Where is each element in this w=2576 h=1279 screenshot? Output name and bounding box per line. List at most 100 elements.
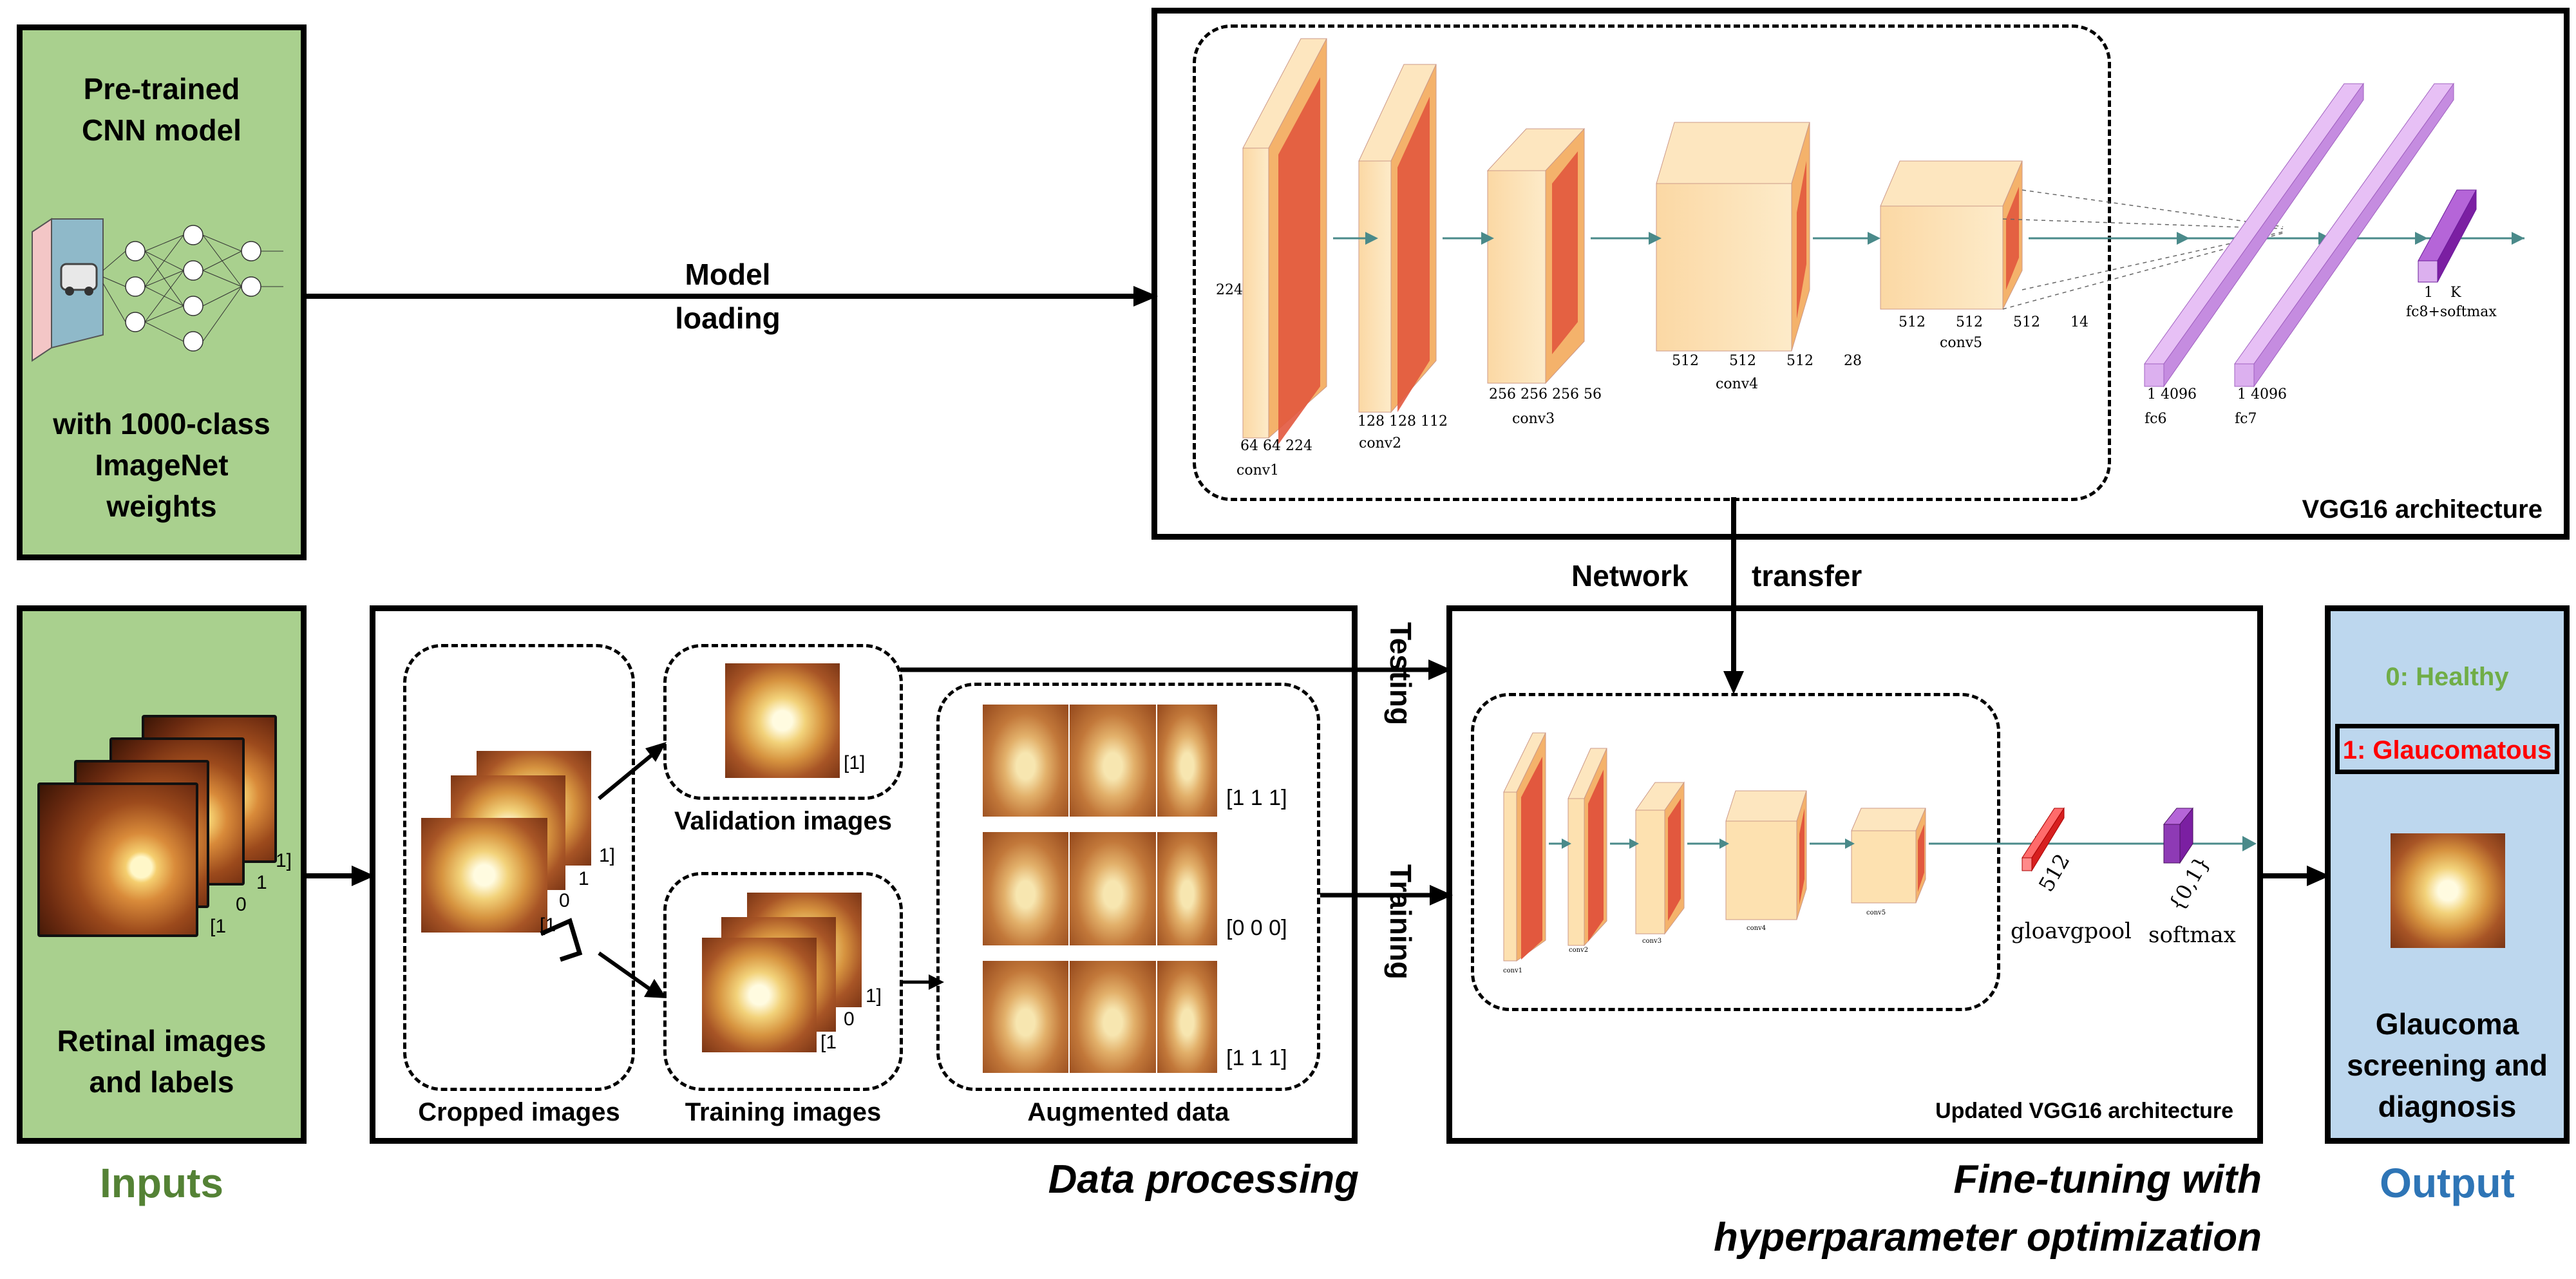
- updated-conv2-label: conv2: [1569, 947, 1589, 954]
- conv4-block: [1656, 122, 1810, 352]
- vgg16-fc8-label: fc8+softmax: [2406, 304, 2497, 320]
- cropped-images-group: [403, 644, 635, 1091]
- augmented-label-1: [1 1 1]: [1226, 786, 1287, 810]
- cropped-label-1: 1]: [599, 845, 616, 866]
- output-glaucomatous: 1: Glaucomatous: [2342, 736, 2552, 764]
- finetune-box: [1446, 605, 2263, 1144]
- updated-conv5-label: conv5: [1866, 909, 1886, 916]
- cropped-image-1: [421, 818, 547, 933]
- validation-image: [725, 663, 840, 778]
- training-image-1: [702, 938, 817, 1052]
- vgg16-box: [1151, 8, 2570, 540]
- vgg16-caption: VGG16 architecture: [2302, 495, 2543, 524]
- cnn-network-icon: [32, 218, 283, 362]
- conv3-block: [1486, 128, 1586, 384]
- model-loading-label-2: loading: [675, 301, 781, 335]
- input-label-1: 1]: [276, 850, 292, 871]
- training-label-1: 1]: [866, 985, 882, 1007]
- cropped-caption: Cropped images: [418, 1098, 620, 1126]
- augmented-label-3: [1 1 1]: [1226, 1046, 1287, 1070]
- vgg16-conv1-side-dim: 224: [1216, 282, 1243, 298]
- updated-conv5-block: [1851, 808, 1926, 904]
- output-caption-line1: Glaucoma: [2375, 1007, 2519, 1041]
- gap-layer-block: [2022, 807, 2065, 872]
- gap-label: gloavgpool: [2011, 918, 2132, 944]
- testing-arrow: [900, 659, 1452, 680]
- cropped-label-3: 0: [559, 890, 570, 911]
- pretrained-title-line1: Pre-trained: [83, 72, 240, 106]
- vgg16-conv5-dims: 512 512 512 14: [1899, 314, 2088, 330]
- inputs-to-processing-arrow: [305, 866, 375, 886]
- vgg16-conv-group: [1193, 24, 2111, 501]
- validation-label: [1]: [844, 752, 866, 773]
- augmented-data-group: [936, 683, 1320, 1091]
- fc7-block: [2234, 82, 2454, 388]
- updated-vgg-diagram: [1503, 732, 2257, 962]
- finetune-title-line2: hyperparameter optimization: [1714, 1215, 2262, 1260]
- updated-conv1-label: conv1: [1503, 967, 1523, 974]
- augmented-label-2: [0 0 0]: [1226, 916, 1287, 940]
- updated-conv3-label: conv3: [1642, 938, 1662, 945]
- vgg16-conv1-dims: 64 64 224: [1240, 438, 1312, 454]
- vgg16-conv3-dims: 256 256 256 56: [1489, 386, 1602, 403]
- vgg16-fc6-label: fc6: [2145, 411, 2167, 427]
- output-section-title: Output: [2380, 1160, 2515, 1206]
- vgg16-conv4-label: conv4: [1716, 376, 1759, 392]
- input-label-4: [1: [210, 916, 227, 937]
- vgg16-conv4-dims: 512 512 512 28: [1672, 353, 1862, 369]
- softmax-layer-block: [2163, 807, 2194, 864]
- network-transfer-label-2: transfer: [1752, 559, 1862, 592]
- pretrained-title-line2: CNN model: [82, 113, 242, 147]
- fc6-block: [2144, 82, 2364, 388]
- pretrained-weights-line3: weights: [106, 489, 217, 523]
- data-processing-title: Data processing: [1048, 1157, 1359, 1202]
- output-caption-line2: screening and: [2347, 1048, 2548, 1082]
- updated-vgg-conv-group: [1471, 693, 2000, 1011]
- vgg16-fc6-dims: 1 4096: [2147, 386, 2197, 403]
- augmented-row-1: [983, 705, 1217, 817]
- augmented-caption: Augmented data: [1027, 1098, 1229, 1126]
- vgg16-fc8-dims: 1 K: [2424, 285, 2461, 301]
- split-arrows: [540, 742, 667, 998]
- input-label-2: 1: [256, 872, 267, 893]
- updated-conv4-label: conv4: [1747, 925, 1766, 932]
- training-to-augmented-arrow: [900, 974, 944, 990]
- updated-conv2-block: [1567, 748, 1607, 947]
- updated-conv1-block: [1503, 732, 1546, 962]
- output-box: [2325, 605, 2570, 1144]
- conv1-block: [1242, 38, 1327, 444]
- finetune-title-line1: Fine-tuning with: [1953, 1157, 2262, 1202]
- network-transfer-arrow: [1723, 497, 1744, 694]
- output-glaucomatous-highlight: [2335, 724, 2559, 774]
- vgg16-conv2-dims: 128 128 112: [1358, 413, 1448, 430]
- inputs-section-title: Inputs: [100, 1160, 223, 1206]
- conv2-block: [1358, 64, 1437, 413]
- training-label: Training: [1384, 864, 1417, 980]
- fc8-block: [2418, 189, 2477, 283]
- finetune-to-output-arrow: [2260, 866, 2330, 886]
- output-healthy: 0: Healthy: [2385, 663, 2509, 691]
- vgg16-conv2-label: conv2: [1359, 435, 1402, 451]
- updated-vgg-caption: Updated VGG16 architecture: [1935, 1099, 2233, 1123]
- training-arrow: [1320, 885, 1453, 905]
- network-transfer-label-1: Network: [1571, 559, 1689, 592]
- model-loading-label-1: Model: [685, 258, 771, 291]
- testing-label: Testing: [1384, 622, 1417, 726]
- validation-images-group: [663, 644, 903, 800]
- vgg16-diagram: [1242, 38, 2524, 444]
- pretrained-weights-line1: with 1000-class: [53, 407, 270, 441]
- softmax-label: softmax: [2148, 922, 2236, 948]
- vgg16-fc7-dims: 1 4096: [2237, 386, 2287, 403]
- augmented-row-2: [983, 832, 1217, 945]
- conv5-block: [1880, 160, 2023, 310]
- data-processing-box: [370, 605, 1358, 1144]
- vgg16-conv1-label: conv1: [1236, 462, 1280, 478]
- model-loading-arrow: [303, 286, 1158, 307]
- cropped-label-2: 1: [578, 868, 589, 889]
- updated-conv3-block: [1635, 781, 1685, 935]
- input-label-3: 0: [236, 894, 247, 915]
- updated-conv4-block: [1725, 790, 1807, 920]
- output-caption-line3: diagnosis: [2378, 1090, 2517, 1123]
- training-label-3: [1: [820, 1032, 837, 1053]
- inputs-caption-line1: Retinal images: [57, 1024, 267, 1057]
